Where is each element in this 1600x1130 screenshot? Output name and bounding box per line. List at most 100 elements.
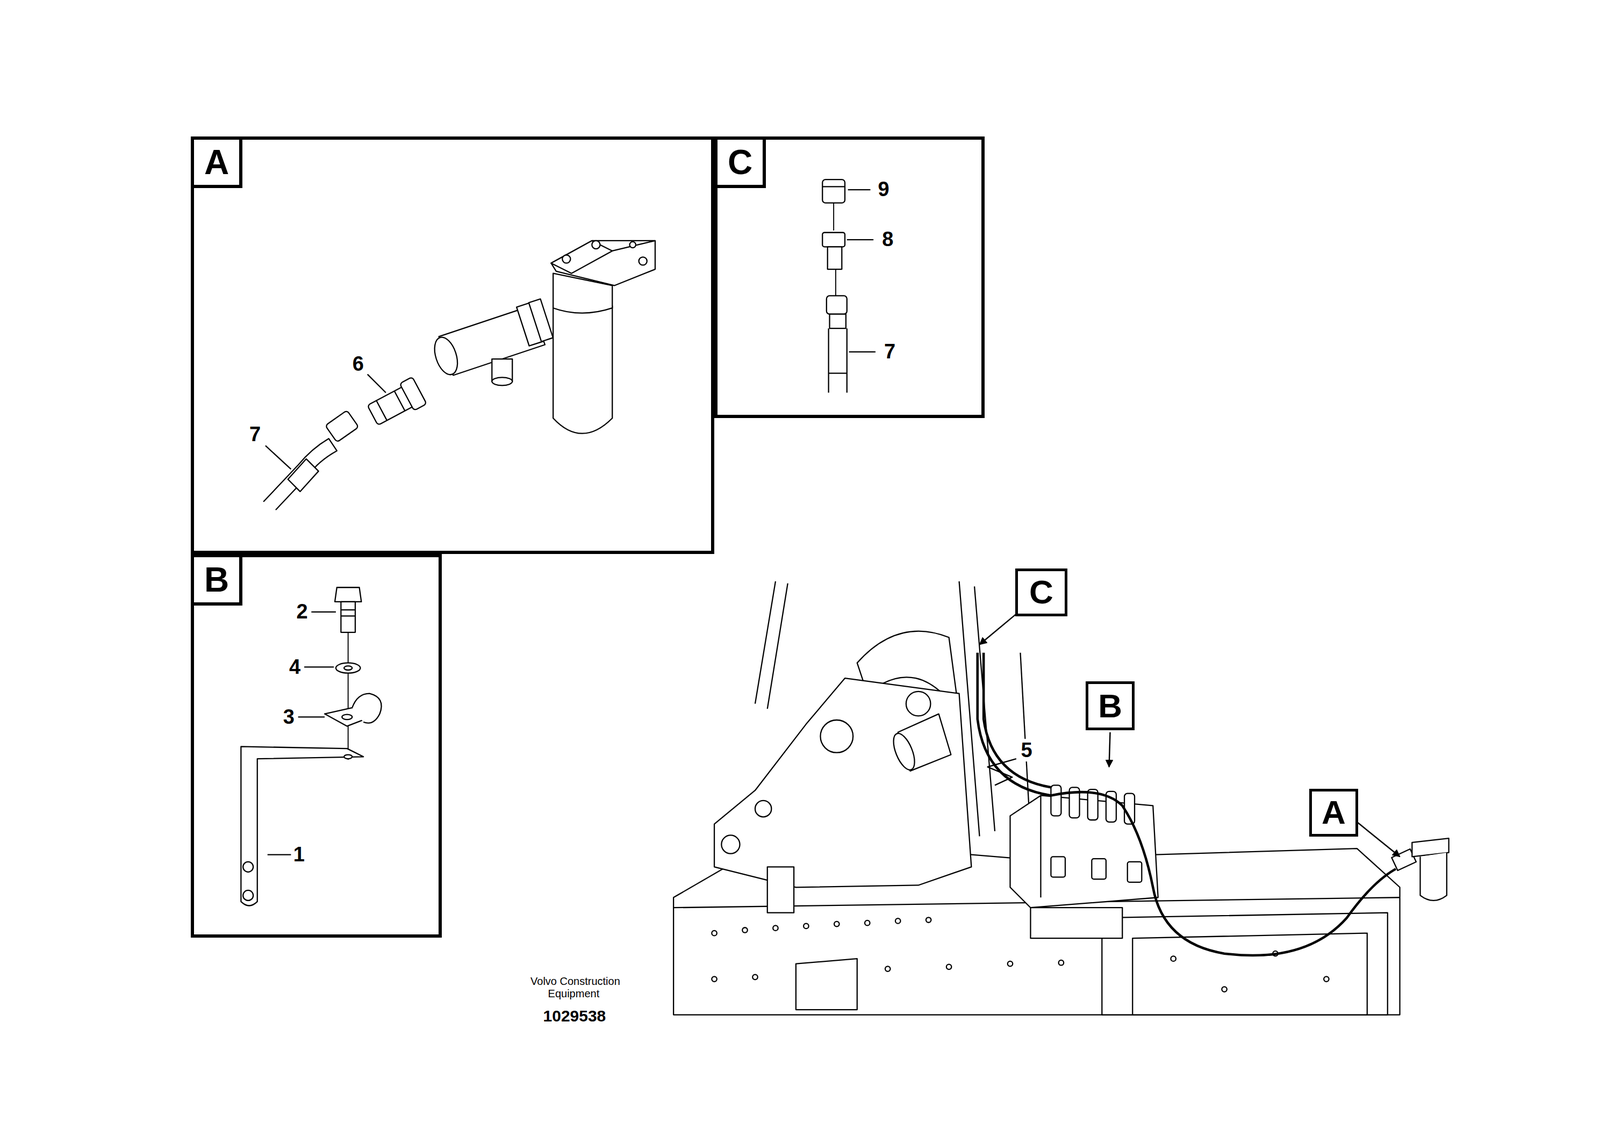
line-art <box>340 615 356 617</box>
line-art <box>1039 795 1042 898</box>
line-art <box>822 185 845 188</box>
detail-panel: C <box>714 136 985 419</box>
line-art <box>550 240 613 274</box>
line-art <box>864 920 870 926</box>
line-art <box>242 862 254 873</box>
label-text: 1029538 <box>541 1007 608 1025</box>
callout-number: 7 <box>247 422 263 447</box>
line-art <box>889 730 920 773</box>
line-art <box>1323 976 1329 982</box>
line-art <box>711 976 717 982</box>
line-art <box>335 663 361 674</box>
line-art <box>325 410 359 443</box>
machine-frame <box>673 581 1400 1016</box>
line-art <box>528 298 554 342</box>
line-art <box>714 678 972 888</box>
callout-number: 3 <box>281 705 297 730</box>
line-art <box>1058 960 1064 966</box>
label-text: 7 <box>247 422 263 446</box>
fitting-stack <box>822 179 876 393</box>
line-art <box>1419 852 1447 901</box>
line-art <box>1007 961 1013 967</box>
control-valve <box>1009 785 1158 939</box>
line-art <box>752 974 758 980</box>
label-text: 4 <box>287 655 303 679</box>
label-text: 8 <box>880 227 895 251</box>
line-art <box>367 374 386 393</box>
line-art <box>491 377 513 386</box>
filter-small <box>1391 838 1449 901</box>
line-art <box>365 376 427 429</box>
label-text: 9 <box>876 177 892 201</box>
line-art <box>352 693 382 724</box>
line-art <box>311 611 336 613</box>
line-art <box>399 376 427 411</box>
line-art <box>629 241 636 248</box>
callout-letter: B <box>1098 689 1123 723</box>
line-art <box>562 255 571 264</box>
callout-number: 8 <box>880 227 895 252</box>
line-art <box>1132 933 1368 1016</box>
line-art <box>1030 907 1123 939</box>
line-art <box>376 400 387 421</box>
line-art <box>1101 913 1388 1016</box>
label-text: 3 <box>281 705 297 729</box>
line-art <box>298 716 325 718</box>
line-art <box>612 240 656 251</box>
line-art <box>742 927 748 933</box>
line-art <box>340 609 356 611</box>
line-art <box>834 921 839 927</box>
callout-number: 4 <box>287 655 303 680</box>
callout-letter: A <box>1321 795 1346 830</box>
drawing-note: Volvo Construction Equipment <box>518 975 631 1001</box>
line-art <box>1050 856 1066 878</box>
line-art <box>341 714 353 720</box>
line-art <box>334 587 362 602</box>
line-art <box>795 958 858 1010</box>
line-art <box>721 835 740 854</box>
line-art <box>325 410 359 443</box>
line-art <box>977 653 1396 956</box>
line-art <box>895 918 901 924</box>
label-text: 2 <box>294 600 310 623</box>
clamp-set <box>240 587 382 906</box>
callout-box: A <box>1309 788 1359 837</box>
line-art <box>1170 956 1176 961</box>
detail-panel: A <box>190 136 715 555</box>
line-art <box>983 653 1051 788</box>
line-art <box>767 866 794 913</box>
drawing-note: 1029538 <box>541 1007 608 1026</box>
line-art <box>340 601 356 633</box>
line-art <box>591 240 600 249</box>
line-art <box>1109 732 1111 768</box>
callout-number: 7 <box>882 340 898 364</box>
line-art <box>1050 785 1061 816</box>
line-art <box>849 351 876 353</box>
line-art <box>755 581 788 709</box>
line-art <box>394 391 406 412</box>
line-art <box>755 800 772 817</box>
callout-letter: C <box>1029 575 1054 609</box>
line-art <box>343 665 353 671</box>
line-art <box>828 328 848 393</box>
detail-panel: B <box>190 554 442 938</box>
line-art <box>1009 795 1158 908</box>
line-art <box>822 179 845 204</box>
line-art <box>343 755 353 760</box>
line-art <box>1221 986 1227 992</box>
line-art <box>826 295 848 314</box>
line-art <box>288 458 319 492</box>
line-art <box>304 666 334 668</box>
callout-number: 6 <box>350 352 366 377</box>
line-art <box>265 445 291 470</box>
line-art <box>263 438 337 511</box>
line-art <box>267 854 292 856</box>
line-art <box>711 930 717 936</box>
panel-letter: B <box>190 554 243 606</box>
line-art <box>829 314 846 329</box>
line-art <box>833 203 835 231</box>
line-art <box>835 267 837 296</box>
line-art <box>553 305 613 434</box>
line-art <box>242 890 254 901</box>
